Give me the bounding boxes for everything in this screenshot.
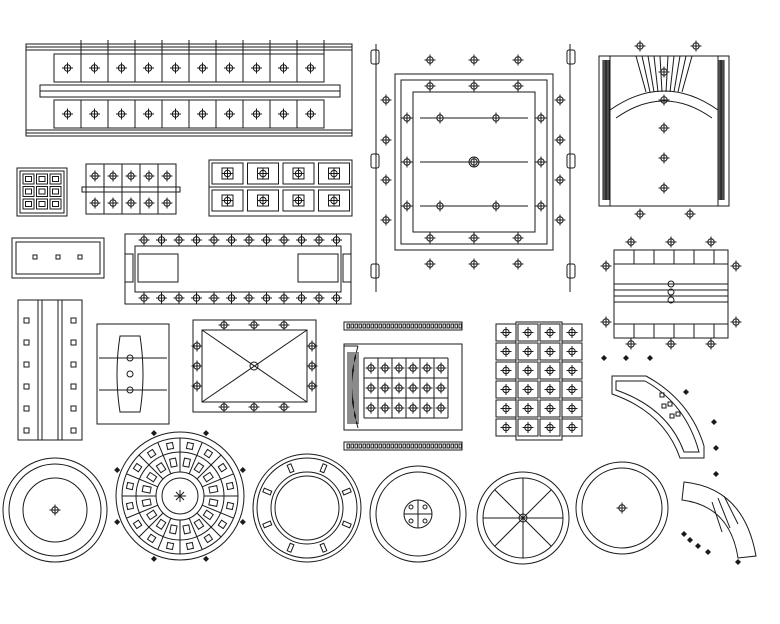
ceiling-square-frame [371,44,575,292]
ceiling-panel-block-2x4 [209,160,352,216]
ceiling-fan-arc-small [680,482,756,566]
ceiling-oval-inset [97,324,169,424]
ceiling-striped-rect [600,236,742,350]
ceiling-circle-double [576,462,668,554]
ceiling-circle-spokes [477,472,569,564]
ceiling-arched-curtain [599,40,729,220]
ceiling-cell-column [496,322,582,440]
ceiling-hatched-grid [344,322,462,450]
ceiling-circle-plain [3,458,107,562]
ceiling-pyramid [191,319,318,413]
ceiling-small-rect [12,238,104,278]
ceiling-panel-strip-2x5 [82,164,180,214]
ceiling-dotted-rect [125,234,351,304]
ceiling-circle-coffered [113,429,247,563]
ceiling-circle-medallion [370,466,466,562]
ceiling-long-corridor [26,40,352,136]
ceiling-circle-ring [253,454,361,562]
ceiling-coffer-grid-3x3 [17,168,67,216]
ceiling-fan-arc [600,354,720,478]
ceiling-tall-channels [18,300,82,440]
